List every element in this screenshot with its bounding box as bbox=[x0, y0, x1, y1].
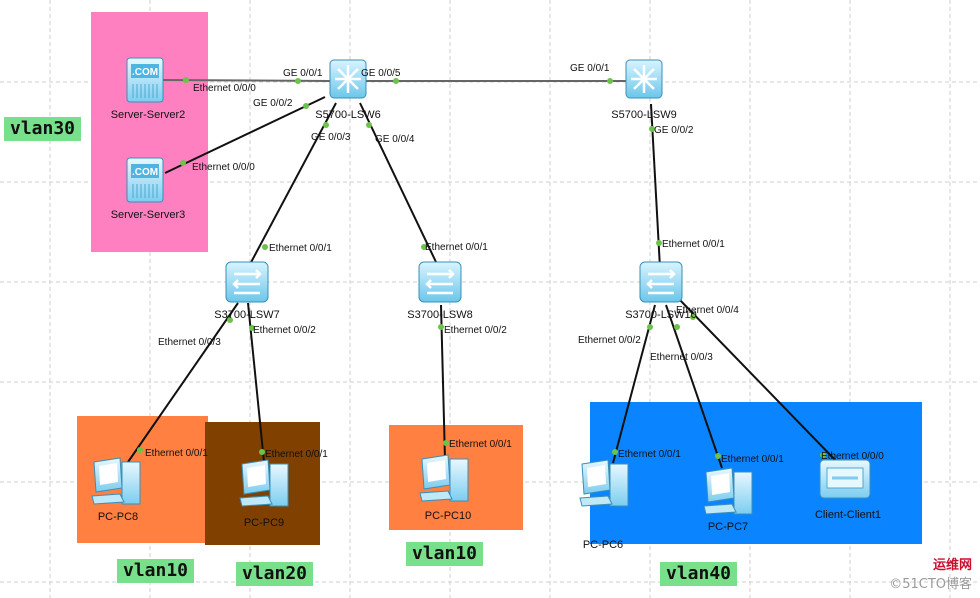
port-label-lsw6-ge004: GE 0/0/4 bbox=[375, 134, 415, 145]
vlan40-tag: vlan40 bbox=[660, 562, 738, 586]
lsw9-label: S5700-LSW9 bbox=[611, 109, 676, 121]
pc7-label: PC-PC7 bbox=[708, 521, 748, 533]
pc7-icon[interactable] bbox=[703, 467, 753, 515]
port-label-lsw8-eth002: Ethernet 0/0/2 bbox=[444, 325, 507, 336]
pc9-icon[interactable] bbox=[239, 459, 289, 507]
port-label-lsw8-eth001: Ethernet 0/0/1 bbox=[425, 242, 488, 253]
server2-badge: .COM bbox=[132, 67, 158, 78]
port-label-pc8-eth: Ethernet 0/0/1 bbox=[145, 448, 208, 459]
server3-badge: .COM bbox=[132, 167, 158, 178]
link-lsw10-pc6 bbox=[612, 304, 656, 464]
pc6-label: PC-PC6 bbox=[583, 539, 623, 551]
watermark-line2: ©51CTO博客 bbox=[889, 577, 972, 592]
port-dots bbox=[137, 77, 826, 459]
pc10-label: PC-PC10 bbox=[425, 510, 471, 522]
pc9-label: PC-PC9 bbox=[244, 517, 284, 529]
link-lsw6-lsw8 bbox=[359, 102, 437, 263]
lsw10-label: S3700-LSW10 bbox=[625, 309, 697, 321]
pc8-icon[interactable] bbox=[91, 457, 141, 505]
pc10-icon[interactable] bbox=[419, 454, 469, 502]
port-label-lsw7-eth001: Ethernet 0/0/1 bbox=[269, 243, 332, 254]
port-label-pc9-eth: Ethernet 0/0/1 bbox=[265, 449, 328, 460]
link-server3-lsw6 bbox=[164, 96, 326, 174]
vlan10-tag-left: vlan10 bbox=[117, 559, 195, 583]
vlan30-zone bbox=[91, 12, 208, 252]
port-label-lsw9-ge002: GE 0/0/2 bbox=[654, 125, 694, 136]
pc6-icon[interactable] bbox=[579, 459, 629, 507]
port-label-lsw7-eth003: Ethernet 0/0/3 bbox=[158, 337, 221, 348]
port-label-lsw10-eth004: Ethernet 0/0/4 bbox=[676, 305, 739, 316]
port-label-lsw10-eth002: Ethernet 0/0/2 bbox=[578, 335, 641, 346]
access-switch-lsw8-icon[interactable] bbox=[418, 261, 462, 303]
link-lsw7-pc8 bbox=[127, 302, 239, 463]
lsw7-label: S3700-LSW7 bbox=[214, 309, 279, 321]
port-label-client1-eth: Ethernet 0/0/0 bbox=[821, 451, 884, 462]
server2-label: Server-Server2 bbox=[111, 109, 186, 121]
port-label-pc10-eth: Ethernet 0/0/1 bbox=[449, 439, 512, 450]
vlan20-tag: vlan20 bbox=[236, 562, 314, 586]
server3-icon[interactable]: .COM bbox=[126, 157, 164, 203]
port-label-lsw10-eth003: Ethernet 0/0/3 bbox=[650, 352, 713, 363]
port-label-lsw7-eth002: Ethernet 0/0/2 bbox=[253, 325, 316, 336]
vlan10-tag-middle: vlan10 bbox=[406, 542, 484, 566]
watermark: 运维网 ©51CTO博客 bbox=[889, 554, 972, 592]
port-label-pc7-eth: Ethernet 0/0/1 bbox=[721, 454, 784, 465]
lsw6-label: S5700-LSW6 bbox=[315, 109, 380, 121]
core-switch-lsw6-icon[interactable] bbox=[329, 59, 367, 99]
pc8-label: PC-PC8 bbox=[98, 511, 138, 523]
link-lsw6-lsw7 bbox=[247, 102, 337, 269]
access-switch-lsw10-icon[interactable] bbox=[639, 261, 683, 303]
watermark-line1: 运维网 bbox=[932, 558, 972, 573]
client1-icon[interactable] bbox=[819, 459, 871, 499]
link-lsw8-pc10 bbox=[440, 304, 446, 461]
client1-label: Client-Client1 bbox=[815, 509, 881, 521]
port-label-lsw6-ge001: GE 0/0/1 bbox=[283, 68, 323, 79]
port-label-pc6-eth: Ethernet 0/0/1 bbox=[618, 449, 681, 460]
server3-label: Server-Server3 bbox=[111, 209, 186, 221]
core-switch-lsw9-icon[interactable] bbox=[625, 59, 663, 99]
server2-icon[interactable]: .COM bbox=[126, 57, 164, 103]
port-label-lsw6-ge002: GE 0/0/2 bbox=[253, 98, 293, 109]
link-lsw10-client1 bbox=[677, 297, 841, 466]
port-label-lsw6-ge003: GE 0/0/3 bbox=[311, 132, 351, 143]
port-label-lsw10-eth001: Ethernet 0/0/1 bbox=[662, 239, 725, 250]
port-label-lsw9-ge001: GE 0/0/1 bbox=[570, 63, 610, 74]
link-lsw10-pc7 bbox=[665, 304, 723, 469]
port-label-server3-eth: Ethernet 0/0/0 bbox=[192, 162, 255, 173]
lsw8-label: S3700-LSW8 bbox=[407, 309, 472, 321]
port-label-lsw6-ge005: GE 0/0/5 bbox=[361, 68, 401, 79]
access-switch-lsw7-icon[interactable] bbox=[225, 261, 269, 303]
vlan40-zone bbox=[590, 402, 922, 544]
vlan30-tag: vlan30 bbox=[4, 117, 82, 141]
port-label-server2-eth: Ethernet 0/0/0 bbox=[193, 83, 256, 94]
